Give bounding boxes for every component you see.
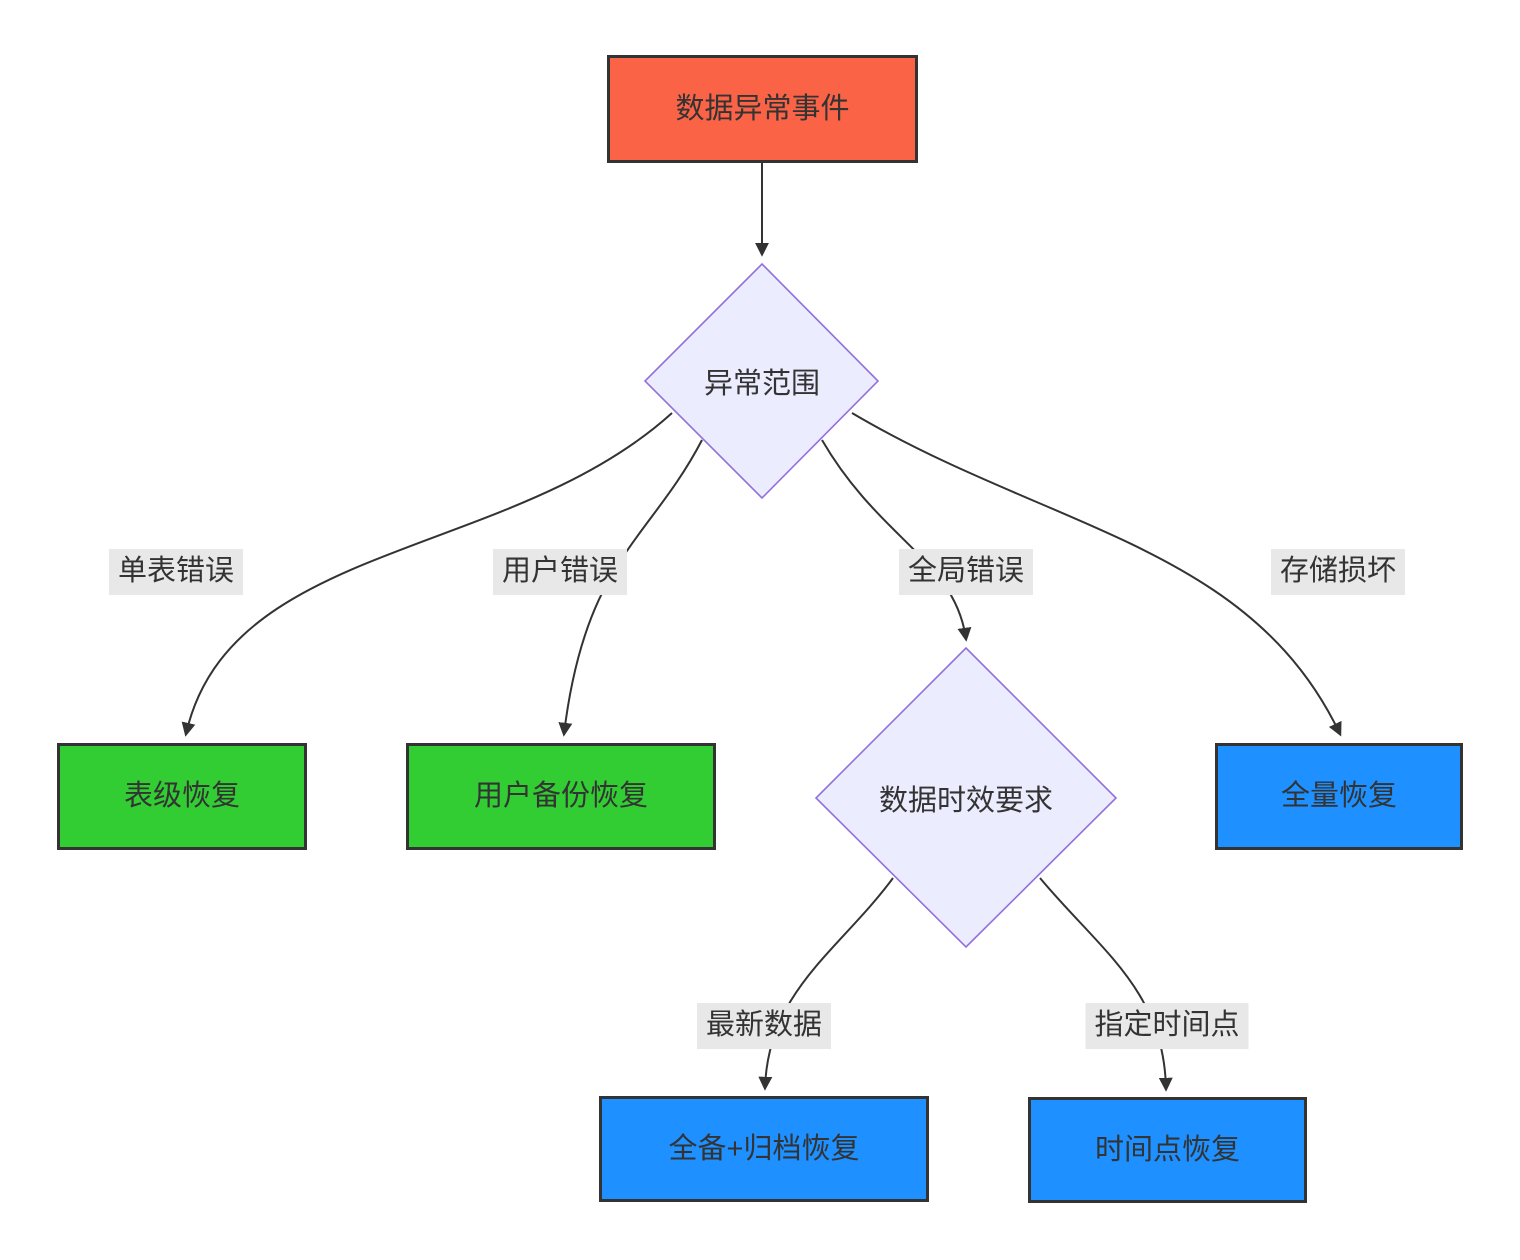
edge-timeliness-to-full-archive [758, 877, 894, 1091]
edge-label-global-error: 全局错误 [898, 549, 1034, 595]
decision-anomaly-scope-label: 异常范围 [703, 368, 821, 400]
edge-scope-to-table-recovery [181, 412, 673, 737]
edge-label-single-table-error: 单表错误 [108, 549, 244, 595]
edge-label-user-error: 用户错误 [492, 549, 628, 595]
node-user-backup-recovery-label: 用户备份恢复 [473, 780, 648, 813]
edge-scope-to-timeliness [821, 439, 972, 642]
node-point-in-time-recovery-label: 时间点恢复 [1094, 1133, 1240, 1166]
edge-label-storage-corruption: 存储损坏 [1270, 549, 1406, 595]
edge-scope-to-full-recovery [851, 412, 1342, 737]
node-table-recovery-label: 表级恢复 [123, 780, 240, 813]
node-full-archive-recovery: 全备+归档恢复 [599, 1096, 929, 1202]
decision-timeliness-label: 数据时效要求 [878, 785, 1054, 817]
edge-label-specified-time-point: 指定时间点 [1085, 1003, 1249, 1049]
decision-anomaly-scope-shape [643, 262, 880, 500]
node-full-recovery: 全量恢复 [1215, 743, 1463, 850]
node-table-recovery: 表级恢复 [57, 743, 307, 850]
decision-timeliness-shape [814, 646, 1118, 949]
node-full-archive-recovery-label: 全备+归档恢复 [668, 1132, 860, 1165]
edge-timeliness-to-point-in-time [1039, 877, 1173, 1092]
node-user-backup-recovery: 用户备份恢复 [406, 743, 716, 850]
node-data-anomaly-event-label: 数据异常事件 [675, 92, 850, 125]
node-full-recovery-label: 全量恢复 [1280, 780, 1397, 813]
edge-label-latest-data: 最新数据 [696, 1003, 832, 1049]
node-point-in-time-recovery: 时间点恢复 [1028, 1097, 1307, 1203]
node-data-anomaly-event: 数据异常事件 [607, 55, 918, 163]
